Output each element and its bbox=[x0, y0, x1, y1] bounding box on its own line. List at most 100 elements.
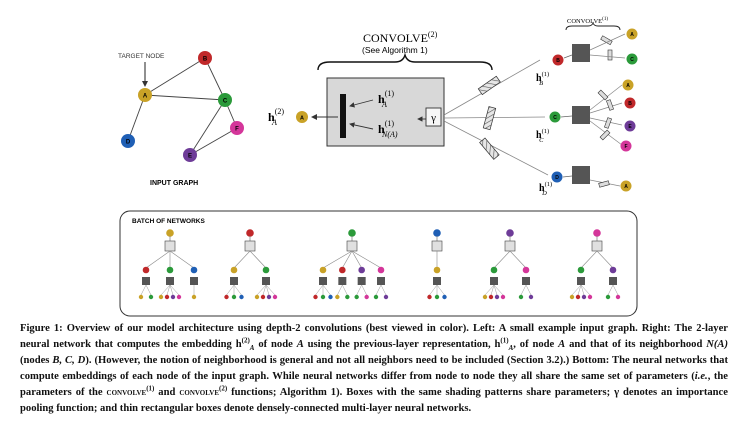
tree-leaf-node bbox=[354, 294, 359, 300]
tree-child-node bbox=[522, 266, 530, 274]
svg-text:D: D bbox=[555, 175, 559, 181]
tree-leaf-node bbox=[488, 294, 494, 300]
tree-leaf-node bbox=[148, 294, 154, 300]
svg-text:B: B bbox=[203, 57, 208, 63]
target-node-label: TARGET NODE bbox=[118, 53, 165, 60]
tree-leaf-node bbox=[482, 294, 488, 300]
convolve-2-block: CONVOLVE(2) (See Algorithm 1) h(1)A h(1)… bbox=[268, 30, 493, 147]
tree-leaf-node bbox=[373, 294, 379, 300]
h-d-label: h bbox=[539, 183, 545, 194]
svg-text:C: C bbox=[223, 99, 228, 105]
tree-leaf-node bbox=[328, 294, 333, 300]
svg-text:A: A bbox=[624, 184, 628, 190]
tree-child-node bbox=[262, 266, 270, 274]
convolve-2-sup: (2) bbox=[428, 30, 438, 39]
tree-child-node bbox=[358, 266, 365, 274]
tree-leaf-node bbox=[427, 294, 432, 300]
tree-child-node bbox=[319, 266, 327, 274]
convolve-1-title: CONVOLVE bbox=[567, 18, 602, 25]
tree-leaf-node bbox=[615, 294, 621, 300]
svg-text:B: B bbox=[628, 101, 632, 107]
convolve-2-subtitle: (See Algorithm 1) bbox=[362, 45, 428, 55]
svg-text:A: A bbox=[300, 116, 304, 122]
tree-leaf-node bbox=[272, 294, 278, 300]
output-h-symbol: h bbox=[268, 110, 275, 124]
graph-node-f: F bbox=[230, 121, 244, 135]
h-self-symbol: h bbox=[378, 92, 385, 106]
svg-text:C: C bbox=[553, 115, 557, 121]
svg-text:F: F bbox=[235, 127, 239, 133]
h-neighborhood-symbol: h bbox=[378, 122, 385, 136]
svg-text:h(2)A: h(2)A bbox=[268, 107, 284, 127]
tree-leaf-node bbox=[345, 294, 350, 300]
convolve-2-title: CONVOLVE bbox=[363, 31, 428, 45]
tree-root-node bbox=[506, 229, 514, 237]
tree-leaf-node bbox=[191, 294, 197, 300]
tree-child-node bbox=[230, 266, 238, 274]
batch-of-networks: BATCH OF NETWORKS bbox=[119, 210, 638, 317]
svg-text:E: E bbox=[188, 154, 192, 160]
svg-text:h(1)C: h(1)C bbox=[536, 128, 549, 144]
tree-child-node bbox=[490, 266, 498, 274]
tree-leaf-node bbox=[158, 294, 164, 300]
graph-node-d: D bbox=[121, 134, 135, 148]
tree-leaf-node bbox=[581, 294, 587, 300]
gamma-pooling: γ bbox=[430, 112, 436, 124]
convolve-1-layer: CONVOLVE(1) B A C C A B E F D A bbox=[443, 17, 638, 197]
svg-text:CONVOLVE(1): CONVOLVE(1) bbox=[567, 17, 608, 25]
tree-leaf-node bbox=[383, 294, 389, 300]
svg-text:h(1)B: h(1)B bbox=[536, 71, 549, 87]
svg-text:h(1)N(A): h(1)N(A) bbox=[378, 119, 398, 139]
tree-child-node bbox=[339, 266, 346, 274]
tree-leaf-node bbox=[320, 294, 326, 300]
svg-text:h(1)A: h(1)A bbox=[378, 89, 394, 109]
input-graph-title: INPUT GRAPH bbox=[150, 180, 198, 187]
graph-node-c: C bbox=[218, 93, 232, 107]
tree-child-node bbox=[433, 266, 441, 274]
tree-child-node bbox=[577, 266, 585, 274]
tree-leaf-node bbox=[224, 294, 229, 300]
mini-networks bbox=[138, 229, 621, 300]
svg-text:F: F bbox=[624, 144, 627, 150]
tree-root-node bbox=[593, 229, 601, 237]
svg-text:CONVOLVE(2): CONVOLVE(2) bbox=[363, 30, 438, 45]
tree-leaf-node bbox=[587, 294, 593, 300]
svg-text:C: C bbox=[630, 57, 634, 63]
h-c-label: h bbox=[536, 130, 542, 141]
tree-leaf-node bbox=[254, 294, 260, 300]
h-b-label: h bbox=[536, 73, 542, 84]
tree-leaf-node bbox=[605, 294, 611, 300]
architecture-figure: TARGET NODE A B C D E F INPUT GRAPH CONV… bbox=[118, 17, 638, 317]
tree-child-node bbox=[190, 266, 198, 274]
tree-leaf-node bbox=[442, 294, 447, 300]
svg-text:D: D bbox=[126, 140, 131, 146]
tree-leaf-node bbox=[575, 294, 581, 300]
tree-leaf-node bbox=[313, 294, 318, 300]
tree-leaf-node bbox=[335, 294, 340, 300]
tree-leaf-node bbox=[434, 294, 440, 300]
tree-leaf-node bbox=[500, 294, 506, 300]
tree-child-node bbox=[142, 266, 150, 274]
figure-caption: Figure 1: Overview of our model architec… bbox=[20, 323, 728, 414]
svg-text:A: A bbox=[626, 83, 630, 89]
tree-leaf-node bbox=[138, 294, 144, 300]
input-graph: TARGET NODE A B C D E F INPUT GRAPH bbox=[118, 51, 244, 187]
tree-leaf-node bbox=[260, 294, 266, 300]
tree-leaf-node bbox=[528, 294, 534, 300]
svg-text:h(1)D: h(1)D bbox=[539, 181, 552, 197]
tree-leaf-node bbox=[164, 294, 170, 300]
graph-node-a: A bbox=[138, 88, 152, 102]
tree-root-node bbox=[348, 229, 356, 237]
svg-text:A: A bbox=[143, 94, 148, 100]
tree-child-node bbox=[166, 266, 174, 274]
tree-leaf-node bbox=[569, 294, 575, 300]
tree-leaf-node bbox=[364, 294, 369, 300]
graph-node-b: B bbox=[198, 51, 212, 65]
tree-root-node bbox=[433, 229, 441, 237]
svg-text:A: A bbox=[630, 32, 634, 38]
tree-root-node bbox=[246, 229, 254, 237]
tree-leaf-node bbox=[176, 294, 182, 300]
tree-leaf-node bbox=[239, 294, 244, 300]
batch-title: BATCH OF NETWORKS bbox=[132, 218, 205, 225]
